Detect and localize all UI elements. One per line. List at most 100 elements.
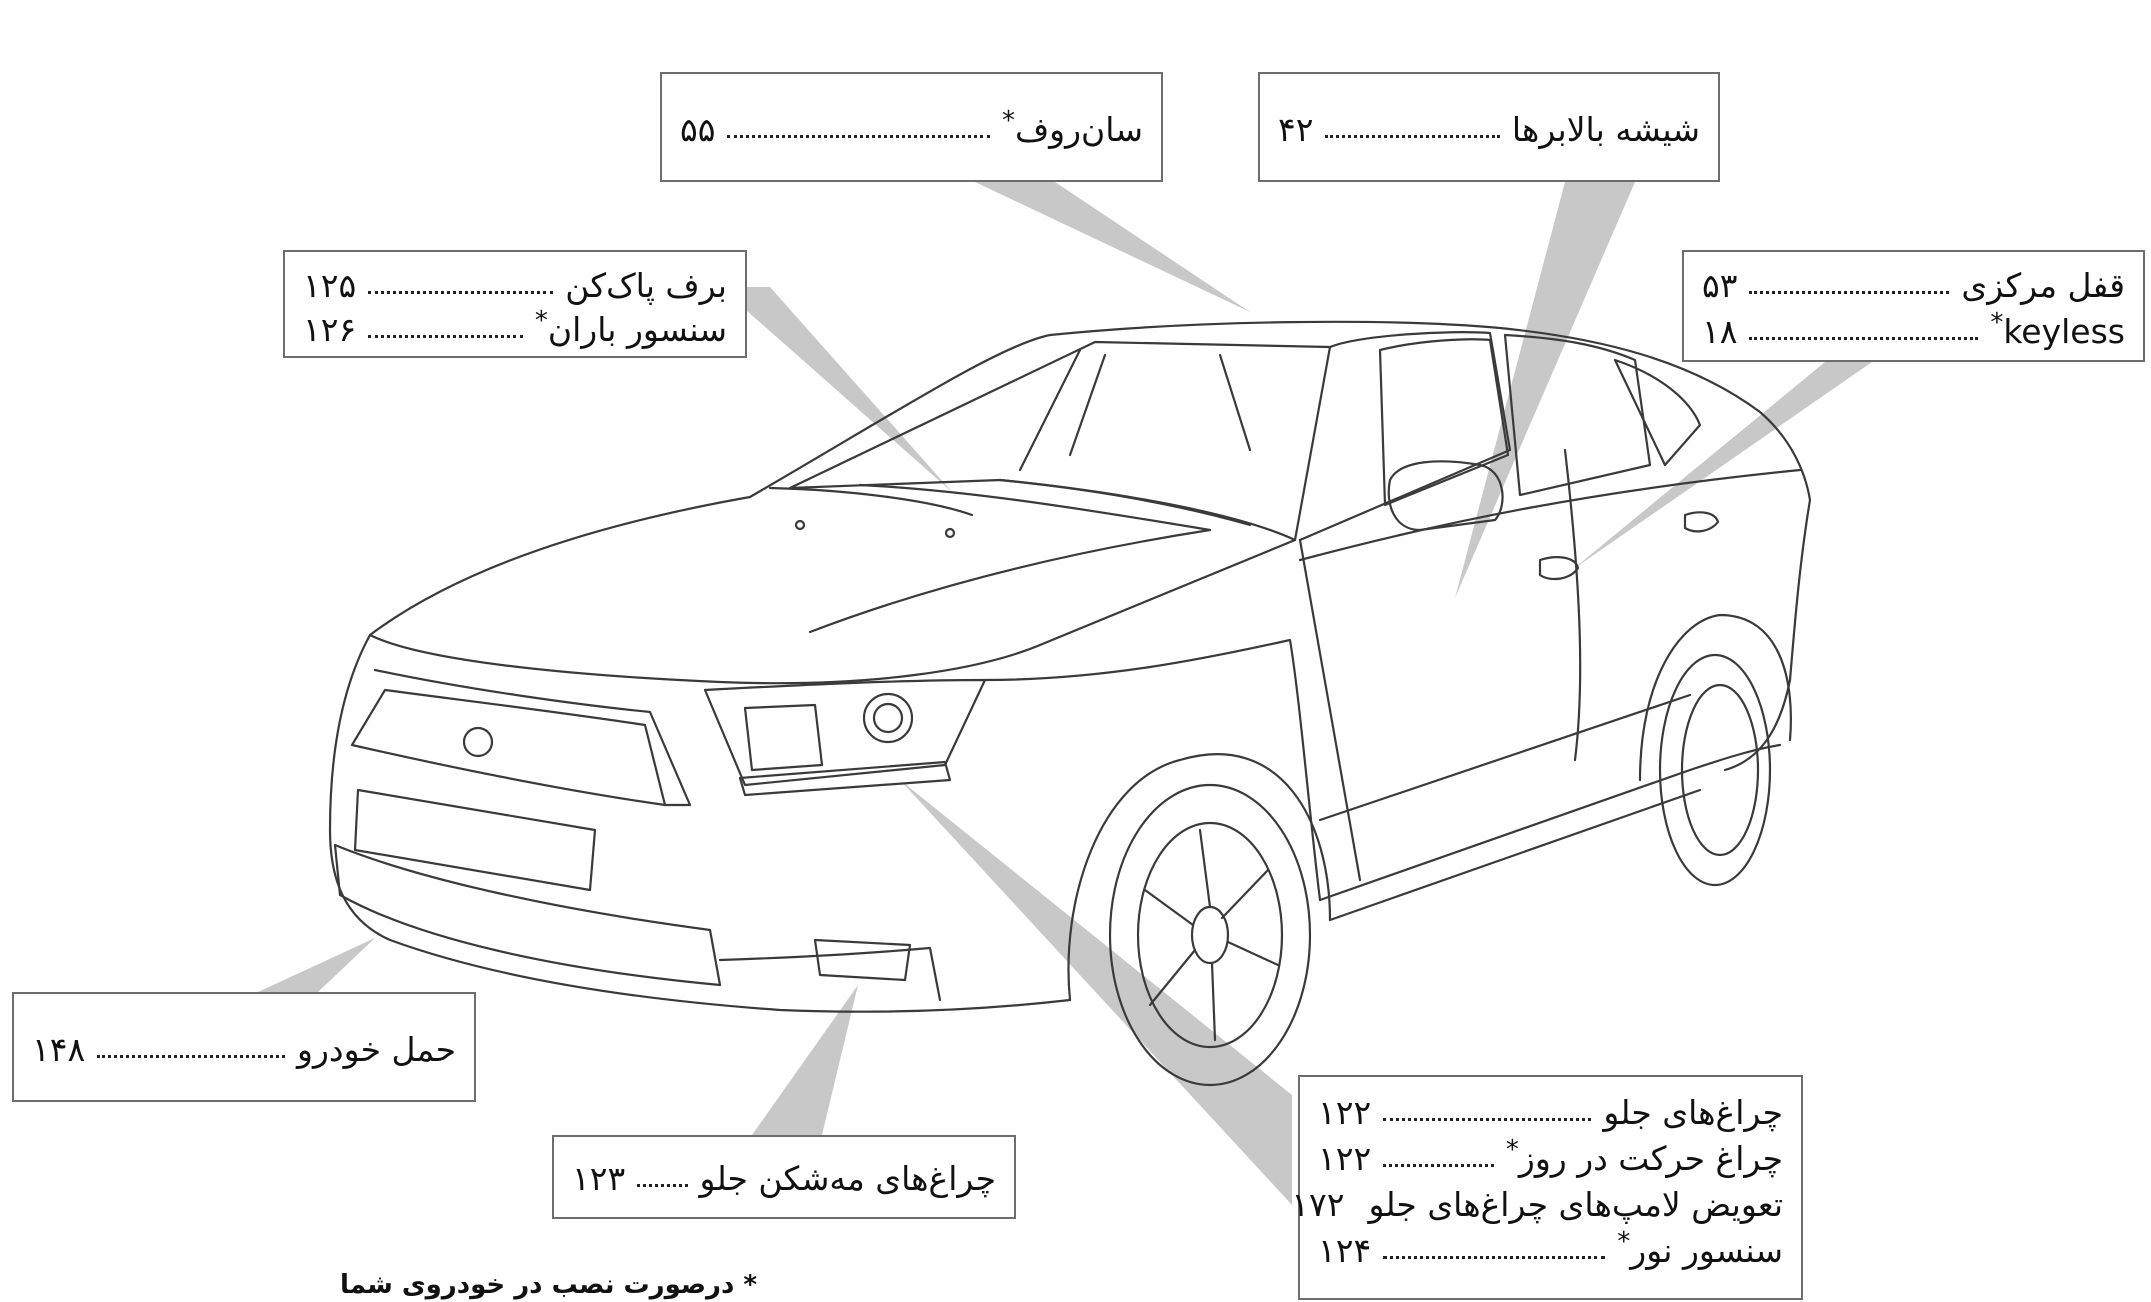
pointer-windows xyxy=(1455,182,1635,598)
callout-sunroof: سان‌روف* ۵۵ xyxy=(660,72,1163,182)
leader-dots xyxy=(1749,290,1950,294)
item-label: تعویض لامپ‌های چراغ‌های جلو xyxy=(1368,1184,1783,1224)
callout-fog-lamps: چراغ‌های مه‌شکن جلو ۱۲۳ xyxy=(552,1135,1016,1219)
page-number: ۱۲۳ xyxy=(572,1158,626,1198)
item-bulb-replacement[interactable]: تعویض لامپ‌های چراغ‌های جلو ۱۷۲ xyxy=(1291,1181,1801,1227)
lower-grille xyxy=(333,843,722,987)
leader-dots xyxy=(1383,1117,1592,1121)
item-label: حمل خودرو xyxy=(297,1029,456,1069)
front-wheel-arch xyxy=(1067,753,1332,1002)
page-number: ۵۵ xyxy=(680,109,716,149)
page-number: ۱۸ xyxy=(1702,311,1738,351)
footnote: * درصورت نصب در خودروی شما xyxy=(340,1270,758,1300)
rear-door-window xyxy=(1503,333,1652,497)
page-number: ۱۷۲ xyxy=(1291,1184,1345,1224)
pointer-sunroof xyxy=(975,182,1250,312)
page-number: ۱۴۸ xyxy=(32,1029,86,1069)
callout-towing: حمل خودرو ۱۴۸ xyxy=(12,992,476,1102)
front-face xyxy=(328,633,1072,1013)
leader-dots xyxy=(1749,336,1979,340)
pointer-wiper xyxy=(720,287,952,492)
front-door-window xyxy=(1378,338,1510,507)
item-label: شیشه بالابرها xyxy=(1511,109,1700,149)
item-keyless[interactable]: keyless* ۱۸ xyxy=(1684,308,2143,354)
item-label: قفل مرکزی xyxy=(1961,265,2125,305)
front-fender xyxy=(983,638,1322,902)
a-pillar xyxy=(1298,331,1512,542)
item-wiper[interactable]: برف پاک‌کن ۱۲۵ xyxy=(285,262,745,308)
page-number: ۱۲۲ xyxy=(1318,1092,1372,1132)
beltline xyxy=(1298,468,1802,562)
leader-dots xyxy=(1383,1163,1494,1167)
page-number: ۱۲۵ xyxy=(303,265,357,305)
item-label: برف پاک‌کن xyxy=(565,265,727,305)
pointer-lock xyxy=(1572,362,1872,570)
wiper-arms xyxy=(768,478,1252,532)
item-label: چراغ‌های جلو xyxy=(1603,1092,1783,1132)
headlamp-inner xyxy=(743,703,824,772)
front-spokes xyxy=(1143,828,1280,1042)
leader-dots xyxy=(368,334,523,338)
callout-lock-keyless: قفل مرکزی ۵۳ keyless* ۱۸ xyxy=(1682,250,2145,362)
item-fog-lamps[interactable]: چراغ‌های مه‌شکن جلو ۱۲۳ xyxy=(554,1155,1014,1201)
leader-pointers xyxy=(258,182,1872,1205)
leader-dots xyxy=(97,1054,286,1058)
leader-dots xyxy=(727,134,990,138)
pointer-fog xyxy=(752,985,858,1135)
grille-emblem xyxy=(462,726,494,758)
item-towing[interactable]: حمل خودرو ۱۴۸ xyxy=(14,1026,474,1072)
mirror xyxy=(1387,460,1504,532)
hood-crease xyxy=(808,528,1212,634)
door-split xyxy=(1563,448,1582,762)
washer-jet-right xyxy=(944,527,956,539)
item-sunroof[interactable]: سان‌روف* ۵۵ xyxy=(662,106,1161,152)
callout-front-lights: چراغ‌های جلو ۱۲۲ چراغ حرکت در روز* ۱۲۲ ت… xyxy=(1291,1075,1803,1300)
door-handle-rear xyxy=(1683,511,1720,533)
pointer-towing xyxy=(258,938,375,992)
headlamp-projector-inner xyxy=(872,702,904,734)
page-number: ۱۲۶ xyxy=(303,309,357,349)
hood-outline xyxy=(368,495,1297,685)
item-label: چراغ‌های مه‌شکن جلو xyxy=(699,1158,996,1198)
grille-surround xyxy=(373,668,692,807)
item-headlamps[interactable]: چراغ‌های جلو ۱۲۲ xyxy=(1300,1089,1801,1135)
rear-wheel-arch xyxy=(1638,613,1792,782)
item-label: سان‌روف* xyxy=(1001,105,1143,149)
car-outline xyxy=(328,320,1812,1087)
item-light-sensor[interactable]: سنسور نور* ۱۲۴ xyxy=(1300,1227,1801,1273)
rear-wheel xyxy=(1658,653,1772,887)
item-label: سنسور نور* xyxy=(1617,1226,1783,1270)
item-label: keyless* xyxy=(1990,307,2125,351)
item-rain-sensor[interactable]: سنسور باران* ۱۲۶ xyxy=(285,306,745,352)
front-rim xyxy=(1136,821,1284,1049)
page-number: ۱۲۴ xyxy=(1318,1230,1372,1270)
fog-lamp xyxy=(813,938,912,982)
headlamp-projector xyxy=(862,692,914,744)
front-wheel xyxy=(1108,783,1312,1087)
fog-bezel xyxy=(718,946,942,1002)
drl-strip xyxy=(738,760,952,797)
rear-end xyxy=(1723,498,1812,772)
windshield-inner xyxy=(1018,348,1252,472)
rear-quarter-glass xyxy=(1613,358,1702,467)
leader-dots xyxy=(637,1183,688,1187)
item-central-lock[interactable]: قفل مرکزی ۵۳ xyxy=(1684,262,2143,308)
leader-dots xyxy=(368,290,554,294)
washer-jet-left xyxy=(794,519,806,531)
callout-windows: شیشه بالابرها ۴۲ xyxy=(1258,72,1720,182)
page-number: ۴۲ xyxy=(1278,109,1314,149)
page-number: ۱۲۲ xyxy=(1318,1138,1372,1178)
item-windows[interactable]: شیشه بالابرها ۴۲ xyxy=(1260,106,1718,152)
callout-wiper-rain: برف پاک‌کن ۱۲۵ سنسور باران* ۱۲۶ xyxy=(283,250,747,358)
licence-plate xyxy=(353,788,597,892)
item-drl[interactable]: چراغ حرکت در روز* ۱۲۲ xyxy=(1300,1135,1801,1181)
sill xyxy=(1328,788,1702,922)
windshield xyxy=(788,340,1332,542)
pointer-headlamps xyxy=(900,780,1292,1205)
item-label: چراغ حرکت در روز* xyxy=(1505,1134,1783,1178)
roof-line xyxy=(748,320,1812,502)
page-number: ۵۳ xyxy=(1702,265,1738,305)
rear-rim xyxy=(1680,683,1760,857)
